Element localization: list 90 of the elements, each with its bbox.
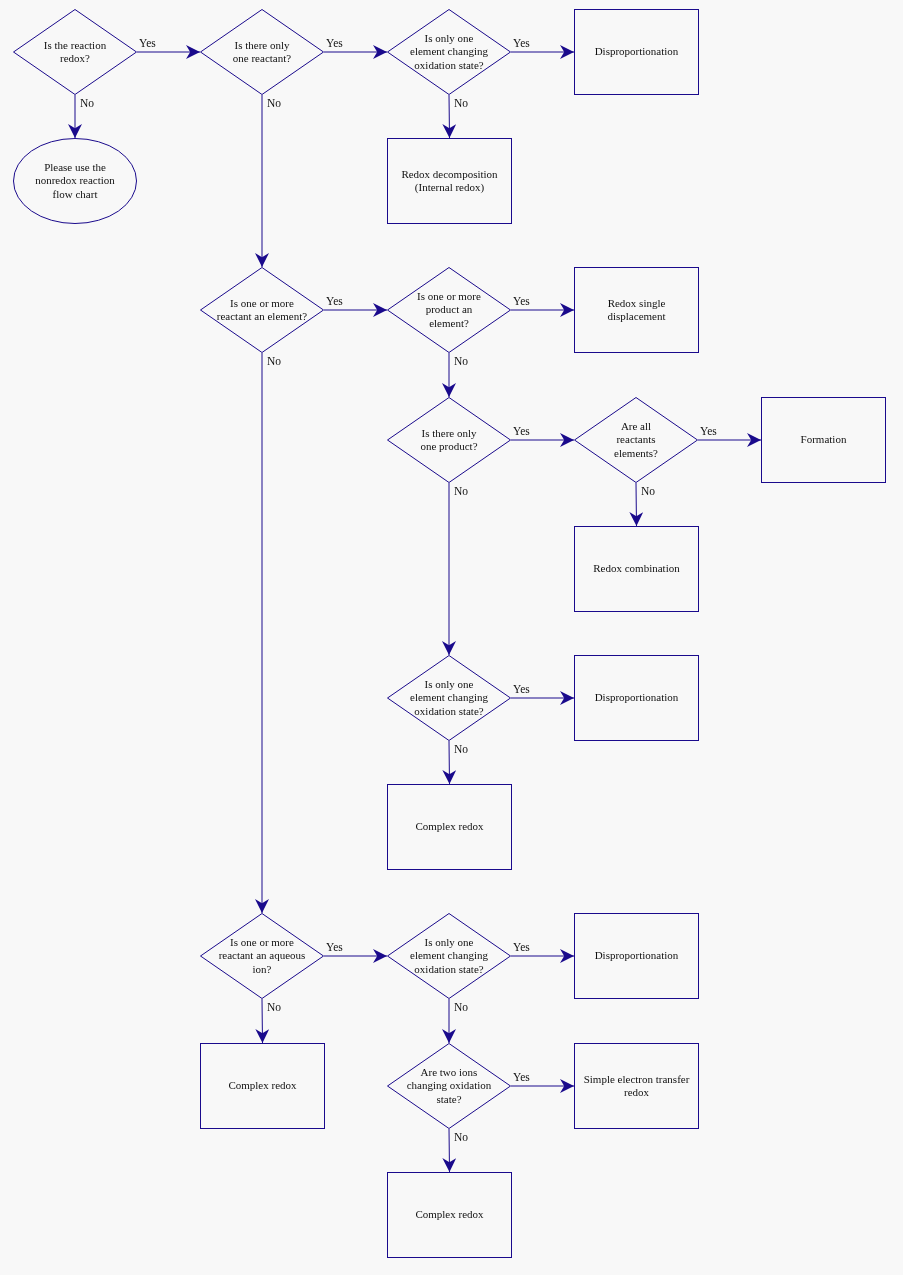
process-box	[387, 1172, 512, 1258]
arrow	[442, 998, 456, 1044]
node-label: Disproportionation	[593, 949, 680, 963]
edge-label: No	[266, 97, 283, 110]
process-box	[574, 9, 699, 95]
arrow	[697, 433, 762, 447]
node-label: Redox decomposition (Internal redox)	[400, 167, 499, 195]
arrow	[510, 433, 575, 447]
edge-label: Yes	[325, 295, 344, 308]
decision-diamond	[387, 397, 511, 483]
question-text: Is one or more product an element?	[416, 290, 482, 330]
node-label: Redox combination	[592, 562, 681, 576]
edge-label: Yes	[325, 941, 344, 954]
question-text: Is only one element changing oxidation state?	[409, 32, 489, 72]
arrow	[255, 352, 269, 914]
decision-diamond	[574, 397, 698, 483]
process-box	[574, 526, 699, 612]
process-box	[574, 1043, 699, 1129]
edge-label: Yes	[138, 37, 157, 50]
decision-diamond	[387, 9, 511, 95]
question-text: Are all reactants elements?	[613, 420, 659, 460]
arrow	[323, 45, 388, 59]
question-text: Is the reaction redox?	[42, 38, 108, 66]
terminator-ellipse	[13, 138, 137, 224]
edge-label: No	[453, 1001, 470, 1014]
process-box	[574, 655, 699, 741]
process-box	[387, 784, 512, 870]
edge-label: Yes	[512, 941, 531, 954]
edge-label: No	[640, 485, 657, 498]
node-label: Disproportionation	[593, 45, 680, 59]
question-text: Is one or more reactant an element?	[215, 296, 309, 324]
arrow	[510, 45, 575, 59]
arrow	[255, 998, 270, 1044]
node-label: Redox single displacement	[606, 296, 667, 324]
edge-label: No	[266, 1001, 283, 1014]
arrow	[68, 94, 82, 139]
edge-label: No	[453, 485, 470, 498]
node-label: Complex redox	[227, 1079, 298, 1093]
arrow	[510, 303, 575, 317]
question-text: Is one or more reactant an aqueous ion?	[217, 936, 307, 976]
edge-label: Yes	[512, 37, 531, 50]
arrow	[442, 740, 457, 785]
edge-label: Yes	[512, 1071, 531, 1084]
edge-label: Yes	[512, 295, 531, 308]
arrow	[510, 691, 575, 705]
arrow	[442, 482, 456, 656]
decision-diamond	[13, 9, 137, 95]
decision-diamond	[387, 655, 511, 741]
edge-label: No	[266, 355, 283, 368]
edge-label: Yes	[699, 425, 718, 438]
edge-label: Yes	[512, 425, 531, 438]
arrow	[323, 303, 388, 317]
decision-diamond	[200, 9, 324, 95]
arrow	[442, 1128, 457, 1173]
node-label: Complex redox	[414, 820, 485, 834]
node-label: Complex redox	[414, 1208, 485, 1222]
decision-diamond	[387, 913, 511, 999]
arrow	[510, 1079, 575, 1093]
arrow	[255, 94, 269, 268]
decision-diamond	[387, 267, 511, 353]
decision-diamond	[200, 267, 324, 353]
edge-label: No	[453, 97, 470, 110]
node-label: Disproportionation	[593, 691, 680, 705]
edge-label: Yes	[512, 683, 531, 696]
edge-label: No	[453, 743, 470, 756]
node-label: Formation	[799, 433, 848, 447]
arrow	[510, 949, 575, 963]
edge-label: No	[79, 97, 96, 110]
node-label: Please use the nonredox reaction flow chart	[34, 161, 116, 201]
process-box	[574, 913, 699, 999]
arrow	[136, 45, 201, 59]
process-box	[574, 267, 699, 353]
arrow	[442, 94, 457, 139]
question-text: Is only one element changing oxidation state?	[409, 936, 489, 976]
arrow	[442, 352, 456, 398]
edge-label: No	[453, 1131, 470, 1144]
arrow	[323, 949, 388, 963]
decision-diamond	[200, 913, 324, 999]
question-text: Is there only one reactant?	[231, 38, 293, 66]
question-text: Is there only one product?	[419, 426, 479, 454]
process-box	[761, 397, 886, 483]
decision-diamond	[387, 1043, 511, 1129]
arrow	[629, 482, 644, 527]
process-box	[387, 138, 512, 224]
edge-label: Yes	[325, 37, 344, 50]
question-text: Are two ions changing oxidation state?	[406, 1066, 492, 1106]
process-box	[200, 1043, 325, 1129]
node-label: Simple electron transfer redox	[582, 1072, 691, 1100]
question-text: Is only one element changing oxidation state?	[409, 678, 489, 718]
edge-label: No	[453, 355, 470, 368]
